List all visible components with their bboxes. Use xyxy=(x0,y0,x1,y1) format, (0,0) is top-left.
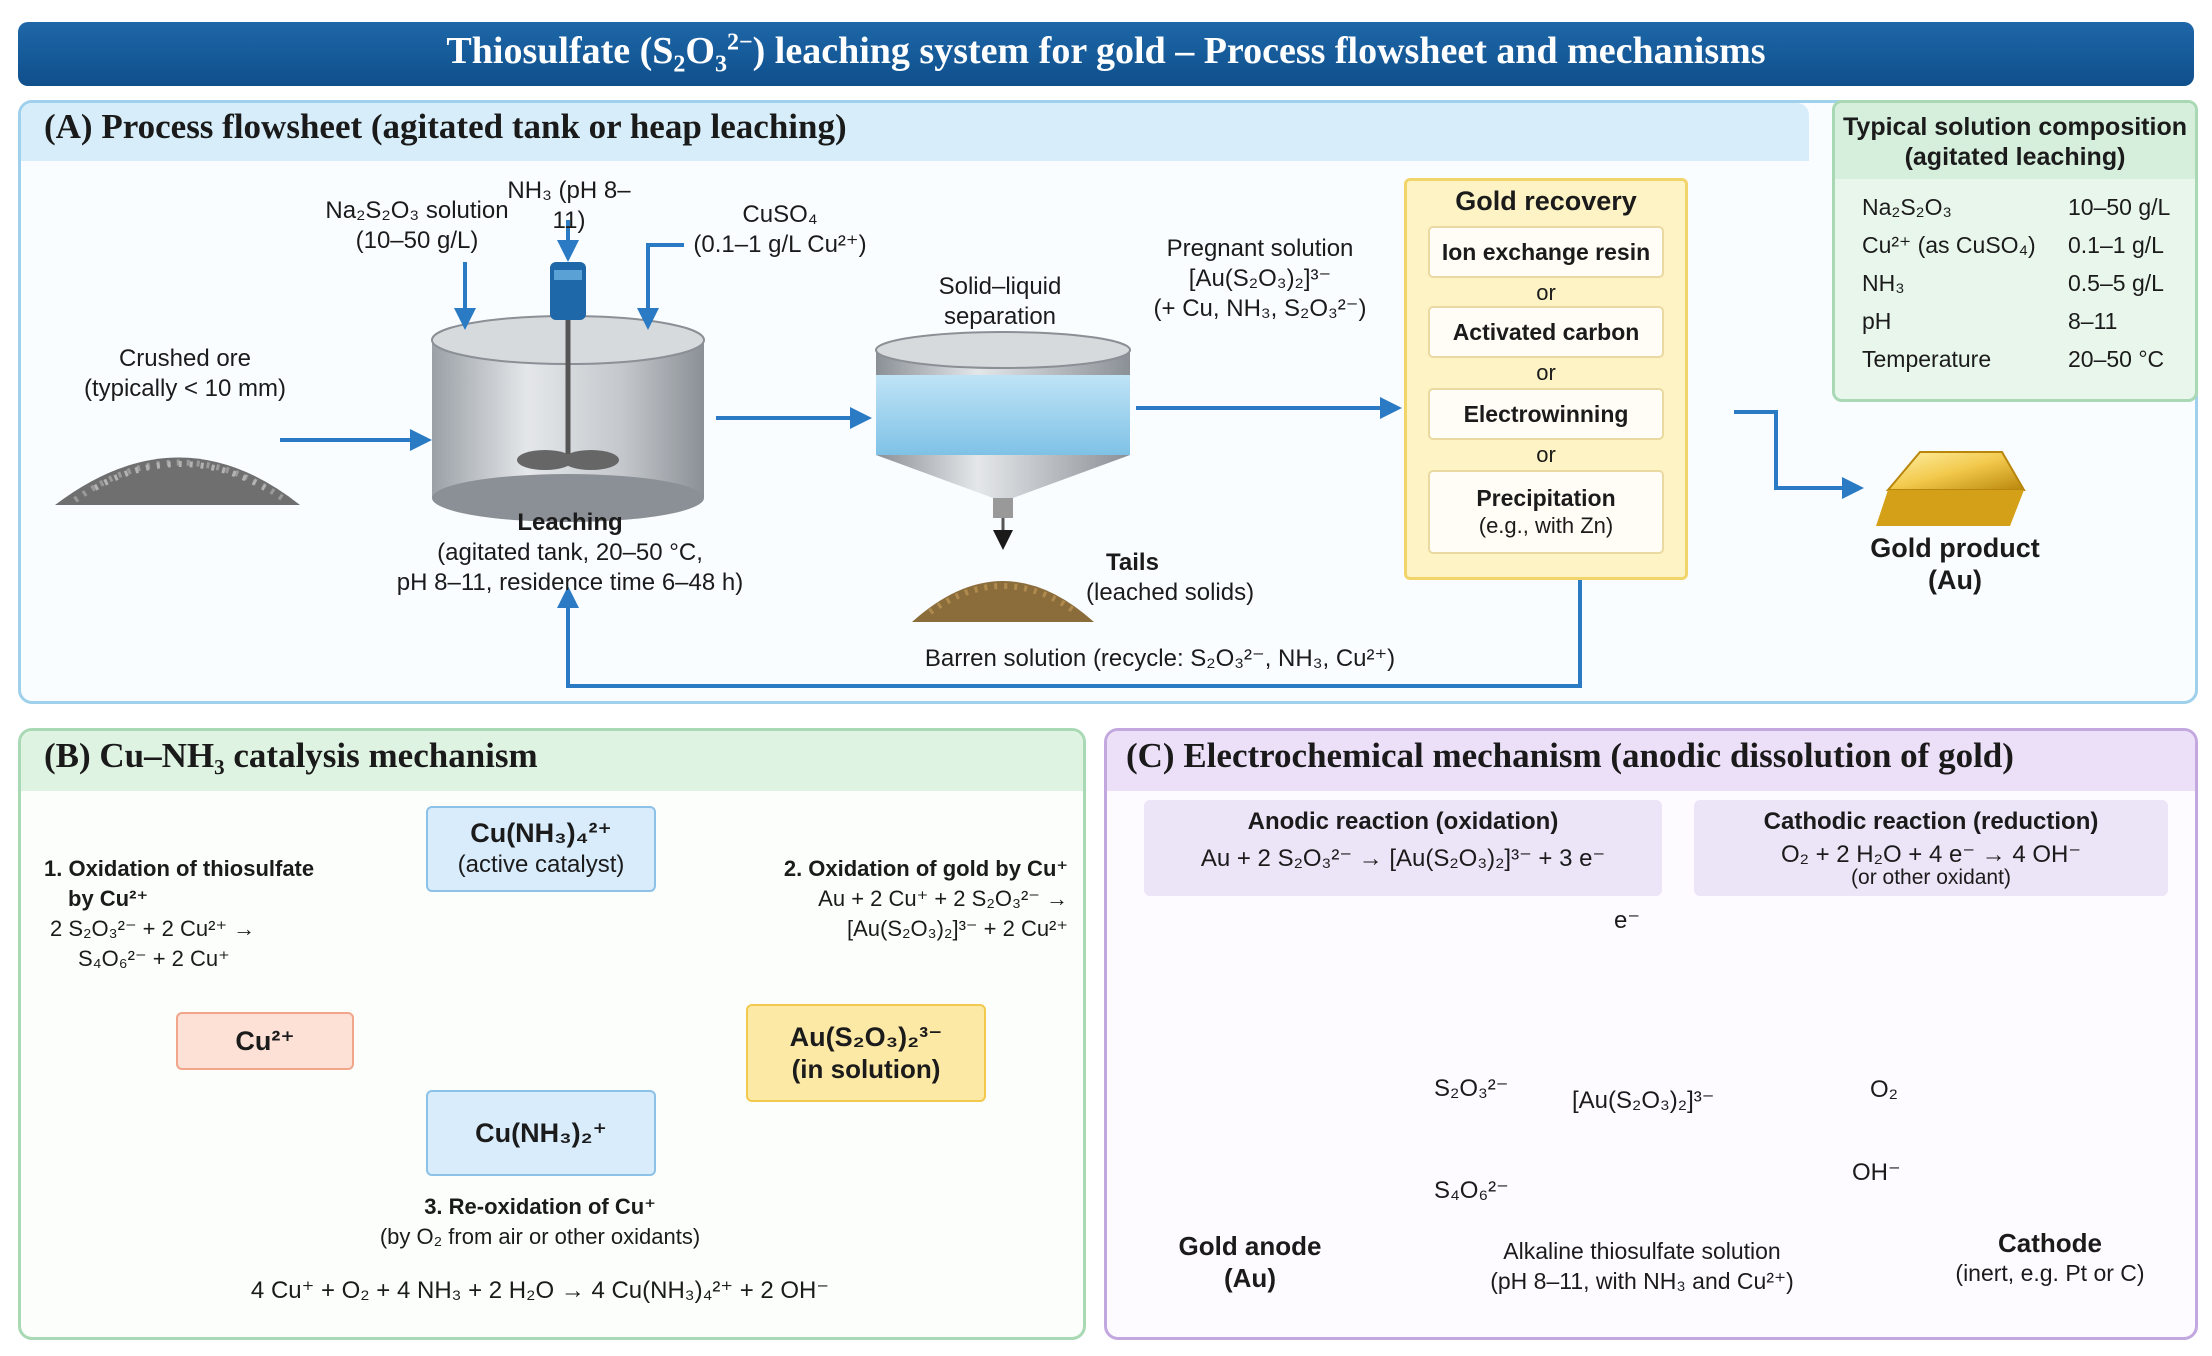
or-label: or xyxy=(1536,442,1556,467)
cu-amine-node: Cu(NH₃)₂⁺ xyxy=(426,1090,656,1176)
cu2-node: Cu²⁺ xyxy=(176,1012,354,1070)
step1-text: 1. Oxidation of thiosulfate by Cu²⁺ 2 S₂… xyxy=(44,856,315,971)
barren-solution-label: Barren solution (recycle: S₂O₃²⁻, NH₃, C… xyxy=(924,645,1396,672)
tails-label: Tails(leached solids) xyxy=(1086,549,1255,606)
gold-recovery-title: Gold recovery xyxy=(1455,186,1637,216)
panel-b-header xyxy=(21,731,1083,791)
catalyst-node: Cu(NH₃)₄²⁺ (active catalyst) xyxy=(426,806,656,892)
reoxidation-equation: 4 Cu⁺ + O₂ + 4 NH₃ + 2 H₂O → 4 Cu(NH₃)₄²… xyxy=(250,1277,830,1304)
crushed-ore-pile xyxy=(55,457,300,505)
panel-a-header xyxy=(21,103,1809,161)
activated-carbon-option: Activated carbon xyxy=(1428,306,1664,358)
or-label: or xyxy=(1536,280,1556,305)
composition-header xyxy=(1835,103,2195,179)
thiosulfate-label: S₂O₃²⁻ xyxy=(1434,1075,1509,1102)
barren-recycle-arrow xyxy=(557,580,1582,688)
cuso4-label: CuSO₄(0.1–1 g/L Cu²⁺) xyxy=(693,201,867,258)
anodic-reaction-box: Anodic reaction (oxidation) Au + 2 S₂O₃²… xyxy=(1144,800,1662,896)
electron-label: e⁻ xyxy=(1614,907,1641,934)
oxygen-label: O₂ xyxy=(1870,1076,1898,1103)
ion-exchange-option: Ion exchange resin xyxy=(1428,226,1664,278)
solid-liquid-separator xyxy=(875,331,1131,550)
nh3-label: NH₃ (pH 8–11) xyxy=(507,177,631,234)
gold-product-label: Gold product(Au) xyxy=(1870,533,2040,595)
electrowinning-option: Electrowinning xyxy=(1428,388,1664,440)
product-arrow xyxy=(1734,410,1864,499)
panel-c-title: (C) Electrochemical mechanism (anodic di… xyxy=(1126,736,2014,775)
cuso4-inlet-arrow xyxy=(637,243,684,330)
crushed-ore-label: Crushed ore(typically < 10 mm) xyxy=(83,345,287,402)
precipitation-option: Precipitation (e.g., with Zn) xyxy=(1428,470,1664,554)
pregnant-solution-label: Pregnant solution[Au(S₂O₃)₂]³⁻(+ Cu, NH₃… xyxy=(1153,235,1367,322)
title-bar: Thiosulfate (S2O32−) leaching system for… xyxy=(18,22,2194,86)
na2s2o3-label: Na₂S₂O₃ solution(10–50 g/L) xyxy=(325,197,509,254)
tails-pile xyxy=(912,581,1094,622)
cathodic-reaction-box: Cathodic reaction (reduction) O₂ + 2 H₂O… xyxy=(1694,800,2168,896)
panel-a-title: (A) Process flowsheet (agitated tank or … xyxy=(44,107,847,146)
step2-text: 2. Oxidation of gold by Cu⁺ Au + 2 Cu⁺ +… xyxy=(783,856,1068,941)
panel-b-title: (B) Cu–NH₃ catalysis mechanism xyxy=(44,736,538,775)
gold-complex-node: Au(S₂O₃)₂³⁻ (in solution) xyxy=(746,1004,986,1102)
composition-row: Cu²⁺ (as CuSO₄)0.1–1 g/L xyxy=(1862,232,2164,258)
gold-complex-label: [Au(S₂O₃)₂]³⁻ xyxy=(1572,1087,1715,1114)
hydroxide-label: OH⁻ xyxy=(1852,1159,1901,1186)
leaching-label: Leaching (agitated tank, 20–50 °C, pH 8–… xyxy=(396,509,744,596)
panel-c-header xyxy=(1107,731,2195,791)
composition-title: Typical solution composition(agitated le… xyxy=(1843,113,2187,171)
page-title: Thiosulfate (S2O32−) leaching system for… xyxy=(446,29,1766,78)
step3-text: 3. Re-oxidation of Cu⁺ (by O₂ from air o… xyxy=(379,1194,701,1249)
gold-anode-label: Gold anode(Au) xyxy=(1178,1231,1322,1293)
leaching-tank xyxy=(431,262,705,522)
tetrathionate-label: S₄O₆²⁻ xyxy=(1434,1177,1509,1204)
cathode-label: Cathode(inert, e.g. Pt or C) xyxy=(1955,1228,2145,1286)
solution-label: Alkaline thiosulfate solution(pH 8–11, w… xyxy=(1490,1238,1794,1294)
gold-bar-icon xyxy=(1876,451,2026,526)
or-label: or xyxy=(1536,360,1556,385)
